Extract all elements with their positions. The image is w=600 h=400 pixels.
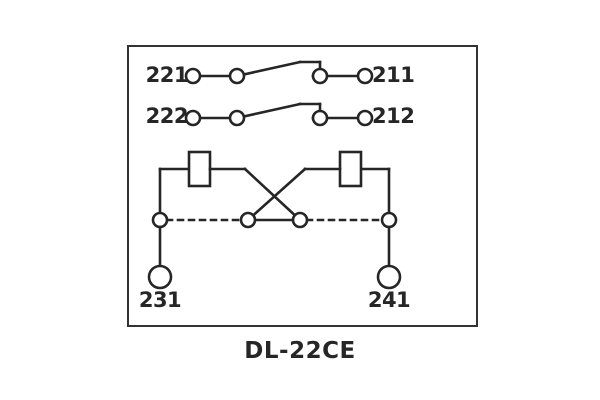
coil-right — [338, 150, 363, 188]
row1-node-221 — [184, 67, 202, 85]
row2-node-inner-left — [228, 109, 246, 127]
row1-node-inner-right — [311, 67, 329, 85]
terminal-241 — [376, 264, 402, 290]
cross-wire-right-to-left — [246, 167, 307, 222]
terminal-label-212: 212 — [372, 104, 415, 128]
coil-left — [187, 150, 212, 188]
row2-node-212 — [356, 109, 374, 127]
terminal-label-222: 222 — [145, 104, 189, 128]
row1-node-211 — [356, 67, 374, 85]
cross-wire-left-to-right — [243, 167, 302, 222]
row2-switch-blade — [235, 102, 302, 120]
contact-row-1 — [184, 60, 374, 85]
node-left — [151, 211, 169, 229]
row2-node-222 — [184, 109, 202, 127]
node-center-left — [239, 211, 257, 229]
schematic-drawing — [147, 60, 402, 290]
terminal-label-211: 211 — [372, 63, 415, 87]
terminal-231 — [147, 264, 173, 290]
terminal-label-241: 241 — [367, 288, 411, 312]
diagram-caption: DL-22CE — [244, 338, 356, 364]
contact-row-2 — [184, 102, 374, 127]
node-center-right — [291, 211, 309, 229]
node-right — [380, 211, 398, 229]
schematic-frame — [127, 45, 478, 327]
row1-node-inner-left — [228, 67, 246, 85]
row1-switch-blade — [235, 60, 302, 78]
row2-node-inner-right — [311, 109, 329, 127]
terminal-label-221: 221 — [145, 63, 189, 87]
terminal-label-231: 231 — [138, 288, 182, 312]
